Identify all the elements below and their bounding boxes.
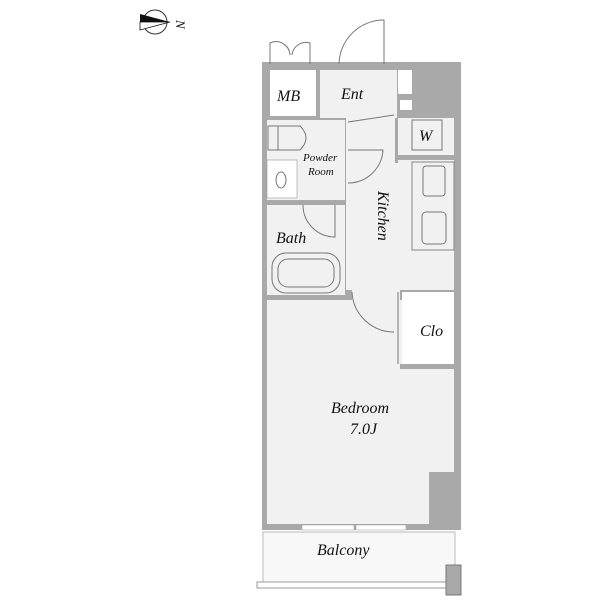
label-kitchen: Kitchen (374, 190, 391, 241)
label-balcony: Balcony (317, 542, 370, 559)
kitchen-counter (411, 161, 455, 251)
bathtub-icon (271, 252, 341, 294)
label-w: W (419, 128, 434, 145)
compass-label: N (173, 19, 188, 30)
pillar (429, 472, 461, 530)
label-bath: Bath (276, 230, 306, 247)
mb-door[interactable] (269, 41, 311, 64)
north-arrow-icon (139, 9, 171, 35)
balcony (262, 531, 456, 585)
balcony-window (301, 524, 355, 531)
label-powder: Powder (302, 152, 338, 164)
door-swing (347, 149, 384, 184)
label-mb: MB (276, 88, 300, 105)
entrance-door[interactable] (338, 19, 385, 65)
room-clo (402, 292, 454, 364)
sink-icon (275, 171, 287, 189)
label-clo: Clo (420, 323, 443, 340)
label-bedroom: Bedroom (331, 400, 389, 417)
room-ent (320, 70, 397, 118)
label-room: Room (307, 166, 334, 178)
label-ent: Ent (340, 86, 364, 103)
room-mb (270, 70, 316, 116)
label-bedroom-size: 7.0J (350, 421, 378, 438)
toilet-icon (267, 125, 307, 151)
